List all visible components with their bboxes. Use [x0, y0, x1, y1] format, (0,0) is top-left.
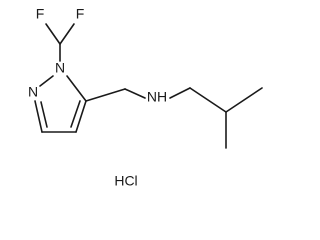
bond-n2-c3-inner — [40, 101, 48, 128]
bond-c5-ch2 — [85, 88, 126, 102]
atom-f1: F — [36, 6, 45, 22]
bond-nh-ch2b — [169, 87, 191, 99]
bonds — [34, 23, 263, 149]
atom-n1: N — [55, 60, 65, 76]
atom-labels: F F N N NH HCl — [28, 6, 167, 189]
bond-c4-c5-inner — [70, 100, 81, 128]
bond-c-f1 — [45, 23, 61, 45]
bond-ch2b-ch — [189, 87, 227, 113]
atom-nh: NH — [147, 89, 167, 105]
atom-f2: F — [76, 6, 85, 22]
bond-c5-n1 — [66, 75, 87, 102]
bond-c-f2 — [59, 23, 75, 45]
bond-n1-n2 — [39, 75, 54, 87]
bond-n2-c3-outer — [34, 100, 43, 133]
chemical-structure: F F N N NH HCl — [28, 6, 263, 189]
bond-ch-me1 — [225, 87, 263, 113]
atom-n2: N — [28, 84, 38, 100]
bond-c4-c5-outer — [75, 100, 87, 133]
bond-ch2-nh — [124, 88, 146, 99]
salt-label: HCl — [114, 173, 137, 189]
